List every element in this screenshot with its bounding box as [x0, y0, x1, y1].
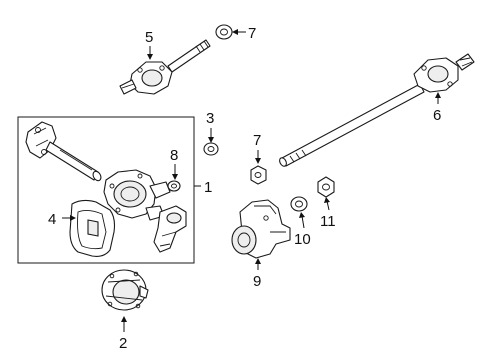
callout-1: 1 [204, 179, 212, 196]
callout-7-upper: 7 [248, 25, 256, 42]
callout-7-lower: 7 [253, 132, 261, 149]
inner-yoke [153, 205, 187, 253]
washer-3 [203, 142, 219, 156]
callout-9: 9 [253, 273, 261, 290]
axle-shaft-6 [279, 53, 475, 167]
washer-10 [290, 196, 308, 212]
nut-11 [317, 176, 335, 198]
axle-tube-left [25, 121, 102, 182]
callout-3: 3 [206, 110, 214, 127]
axle-assembly-box [17, 116, 195, 264]
callout-5: 5 [145, 29, 153, 46]
differential-carrier-housing [103, 169, 171, 221]
knuckle-yoke-9 [231, 199, 291, 259]
leader-10 [301, 215, 305, 229]
differential-case-2 [101, 269, 149, 311]
seal-7-upper [215, 24, 233, 40]
axle-shaft-5 [119, 39, 211, 95]
callout-8: 8 [170, 147, 178, 164]
callout-10: 10 [294, 231, 311, 248]
differential-cover [69, 199, 116, 257]
callout-6: 6 [433, 107, 441, 124]
leader-11 [326, 200, 330, 211]
callout-4: 4 [48, 211, 56, 228]
callout-2: 2 [119, 335, 127, 352]
callout-11: 11 [320, 213, 336, 230]
seal-8 [167, 180, 181, 192]
nut-7-lower [250, 165, 267, 185]
